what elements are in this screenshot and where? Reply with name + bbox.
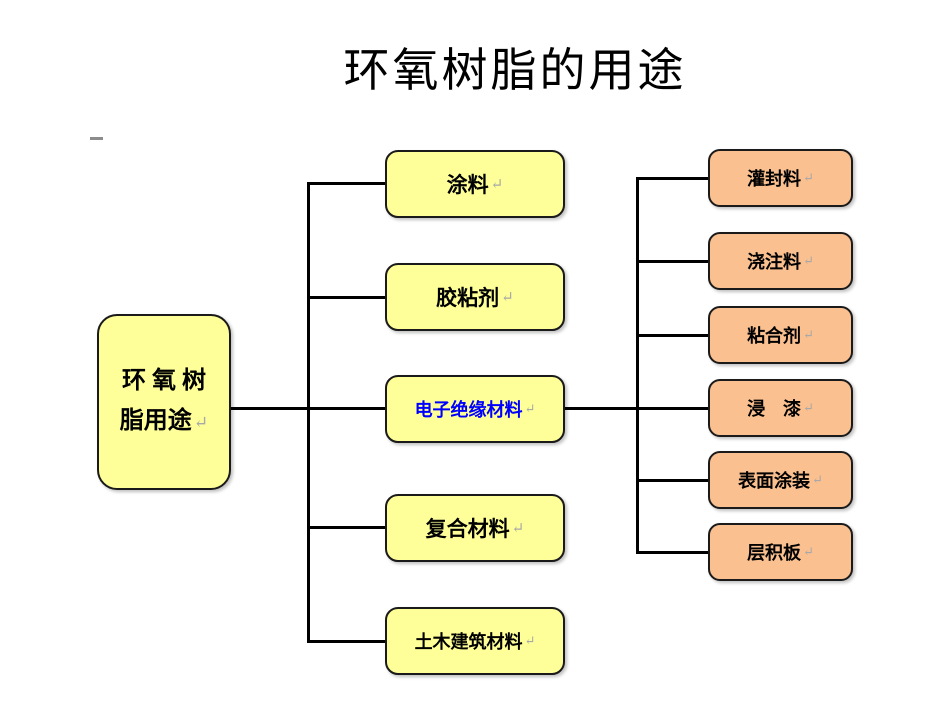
node-casting-compound: 浇注料↵ [708, 232, 853, 290]
node-potting-compound: 灌封料↵ [708, 149, 853, 207]
connector-branch-bonding-agent [636, 334, 710, 337]
return-mark-icon: ↵ [524, 633, 536, 648]
node-bonding-agent-label: 粘合剂 [747, 326, 802, 346]
connector-branch-electronic-insulation [307, 407, 387, 410]
node-electronic-insulation: 电子绝缘材料↵ [385, 375, 565, 443]
connector-branch-impregnating-varnish [636, 407, 710, 410]
node-laminate-label: 层积板 [747, 543, 802, 563]
node-surface-coating: 表面涂装↵ [708, 451, 853, 509]
connector-branch-surface-coating [636, 479, 710, 482]
connector-branch-coatings [307, 182, 387, 185]
connector-branch-casting-compound [636, 260, 710, 263]
return-mark-icon: ↵ [511, 520, 525, 537]
node-root-label-line2-text: 脂用途 [119, 408, 192, 434]
node-potting-compound-label: 灌封料 [747, 169, 802, 189]
page-title: 环氧树脂的用途 [343, 45, 687, 96]
node-composites: 复合材料↵ [385, 494, 565, 562]
return-mark-icon: ↵ [501, 289, 514, 306]
node-root-label-line2: 脂用途↵ [120, 401, 208, 443]
node-civil-construction: 土木建筑材料↵ [385, 607, 565, 675]
connector-branch-civil-construction [307, 640, 387, 643]
return-mark-icon: ↵ [803, 253, 814, 268]
connector-branch-adhesives [307, 296, 387, 299]
node-coatings: 涂料↵ [385, 150, 565, 218]
node-casting-compound-label: 浇注料 [747, 252, 802, 272]
connector-left-trunk [307, 182, 310, 643]
connector-branch-laminate [636, 551, 710, 554]
connector-branch-potting-compound [636, 177, 710, 180]
return-mark-icon: ↵ [803, 544, 814, 559]
connector-root-to-trunk [230, 407, 310, 410]
node-adhesives: 胶粘剂↵ [385, 263, 565, 331]
node-civil-construction-label: 土木建筑材料 [414, 632, 523, 652]
node-root-label-line1: 环 氧 树 [122, 368, 206, 394]
node-surface-coating-label: 表面涂装 [738, 471, 811, 491]
connector-insulation-to-trunk [563, 407, 639, 410]
node-impregnating-varnish: 浸 漆↵ [708, 379, 853, 437]
return-mark-icon: ↵ [524, 401, 536, 416]
node-impregnating-varnish-label: 浸 漆 [747, 399, 802, 419]
return-mark-icon: ↵ [803, 327, 814, 342]
node-electronic-insulation-label: 电子绝缘材料 [414, 400, 523, 420]
anchor-mark [90, 137, 103, 140]
node-composites-label: 复合材料 [425, 517, 510, 541]
node-adhesives-label: 胶粘剂 [436, 286, 500, 310]
return-mark-icon: ↵ [812, 472, 823, 487]
node-laminate: 层积板↵ [708, 523, 853, 581]
connector-right-trunk [636, 177, 639, 554]
connector-branch-composites [307, 526, 387, 529]
return-mark-icon: ↵ [803, 400, 814, 415]
node-bonding-agent: 粘合剂↵ [708, 306, 853, 364]
return-mark-icon: ↵ [490, 176, 504, 193]
node-root-epoxy-resin-uses: 环 氧 树 脂用途↵ [97, 314, 231, 490]
node-coatings-label: 涂料 [446, 173, 489, 197]
return-mark-icon: ↵ [803, 170, 814, 185]
return-mark-icon: ↵ [193, 413, 209, 432]
